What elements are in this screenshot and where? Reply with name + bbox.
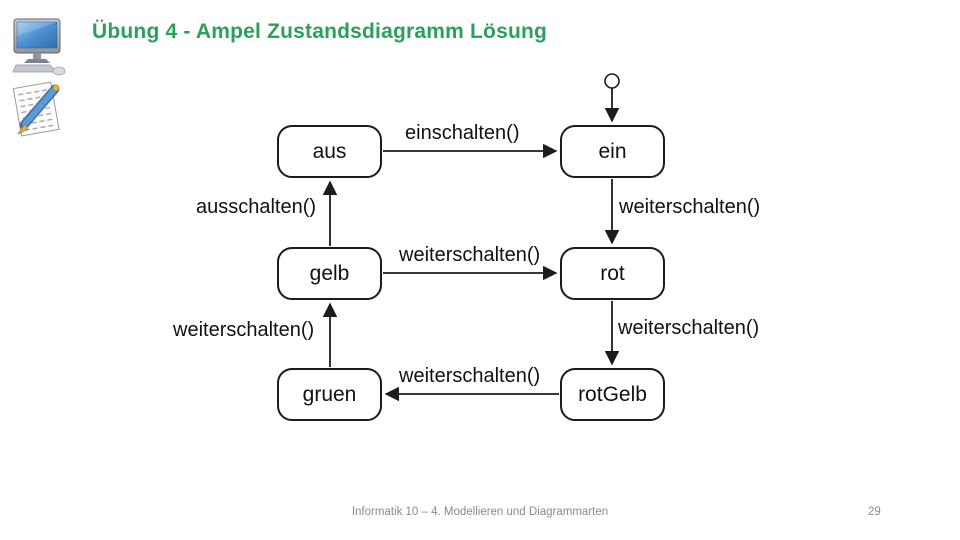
transition-label-weiterschalten-gruen-gelb: weiterschalten() [173,319,315,341]
transition-label-weiterschalten-rot-rotgelb: weiterschalten() [618,317,760,339]
transition-label-weiterschalten-gelb-rot: weiterschalten() [399,244,541,266]
initial-state-circle [604,73,620,89]
state-gruen-label: gruen [302,382,357,406]
state-gelb: gelb [277,247,382,300]
notepad-pen-icon [12,81,60,137]
state-ein-label: ein [598,139,627,163]
state-rot: rot [560,247,665,300]
state-aus-label: aus [312,139,347,163]
computer-icon [12,18,66,76]
state-rotgelb-label: rotGelb [578,382,647,406]
state-rot-label: rot [600,261,625,285]
state-ein: ein [560,125,665,178]
page-number: 29 [868,506,881,518]
transition-label-weiterschalten-rotgelb-gruen: weiterschalten() [399,365,541,387]
transition-label-weiterschalten-ein-rot: weiterschalten() [619,196,761,218]
state-gelb-label: gelb [309,261,350,285]
pen-icon [17,84,60,135]
page-title: Übung 4 - Ampel Zustandsdiagramm Lösung [92,20,548,43]
footer-course-text: Informatik 10 – 4. Modellieren und Diagr… [351,506,609,518]
state-rotgelb: rotGelb [560,368,665,421]
state-gruen: gruen [277,368,382,421]
transition-label-ausschalten: ausschalten() [196,196,317,218]
transition-label-einschalten: einschalten() [405,122,520,144]
state-aus: aus [277,125,382,178]
